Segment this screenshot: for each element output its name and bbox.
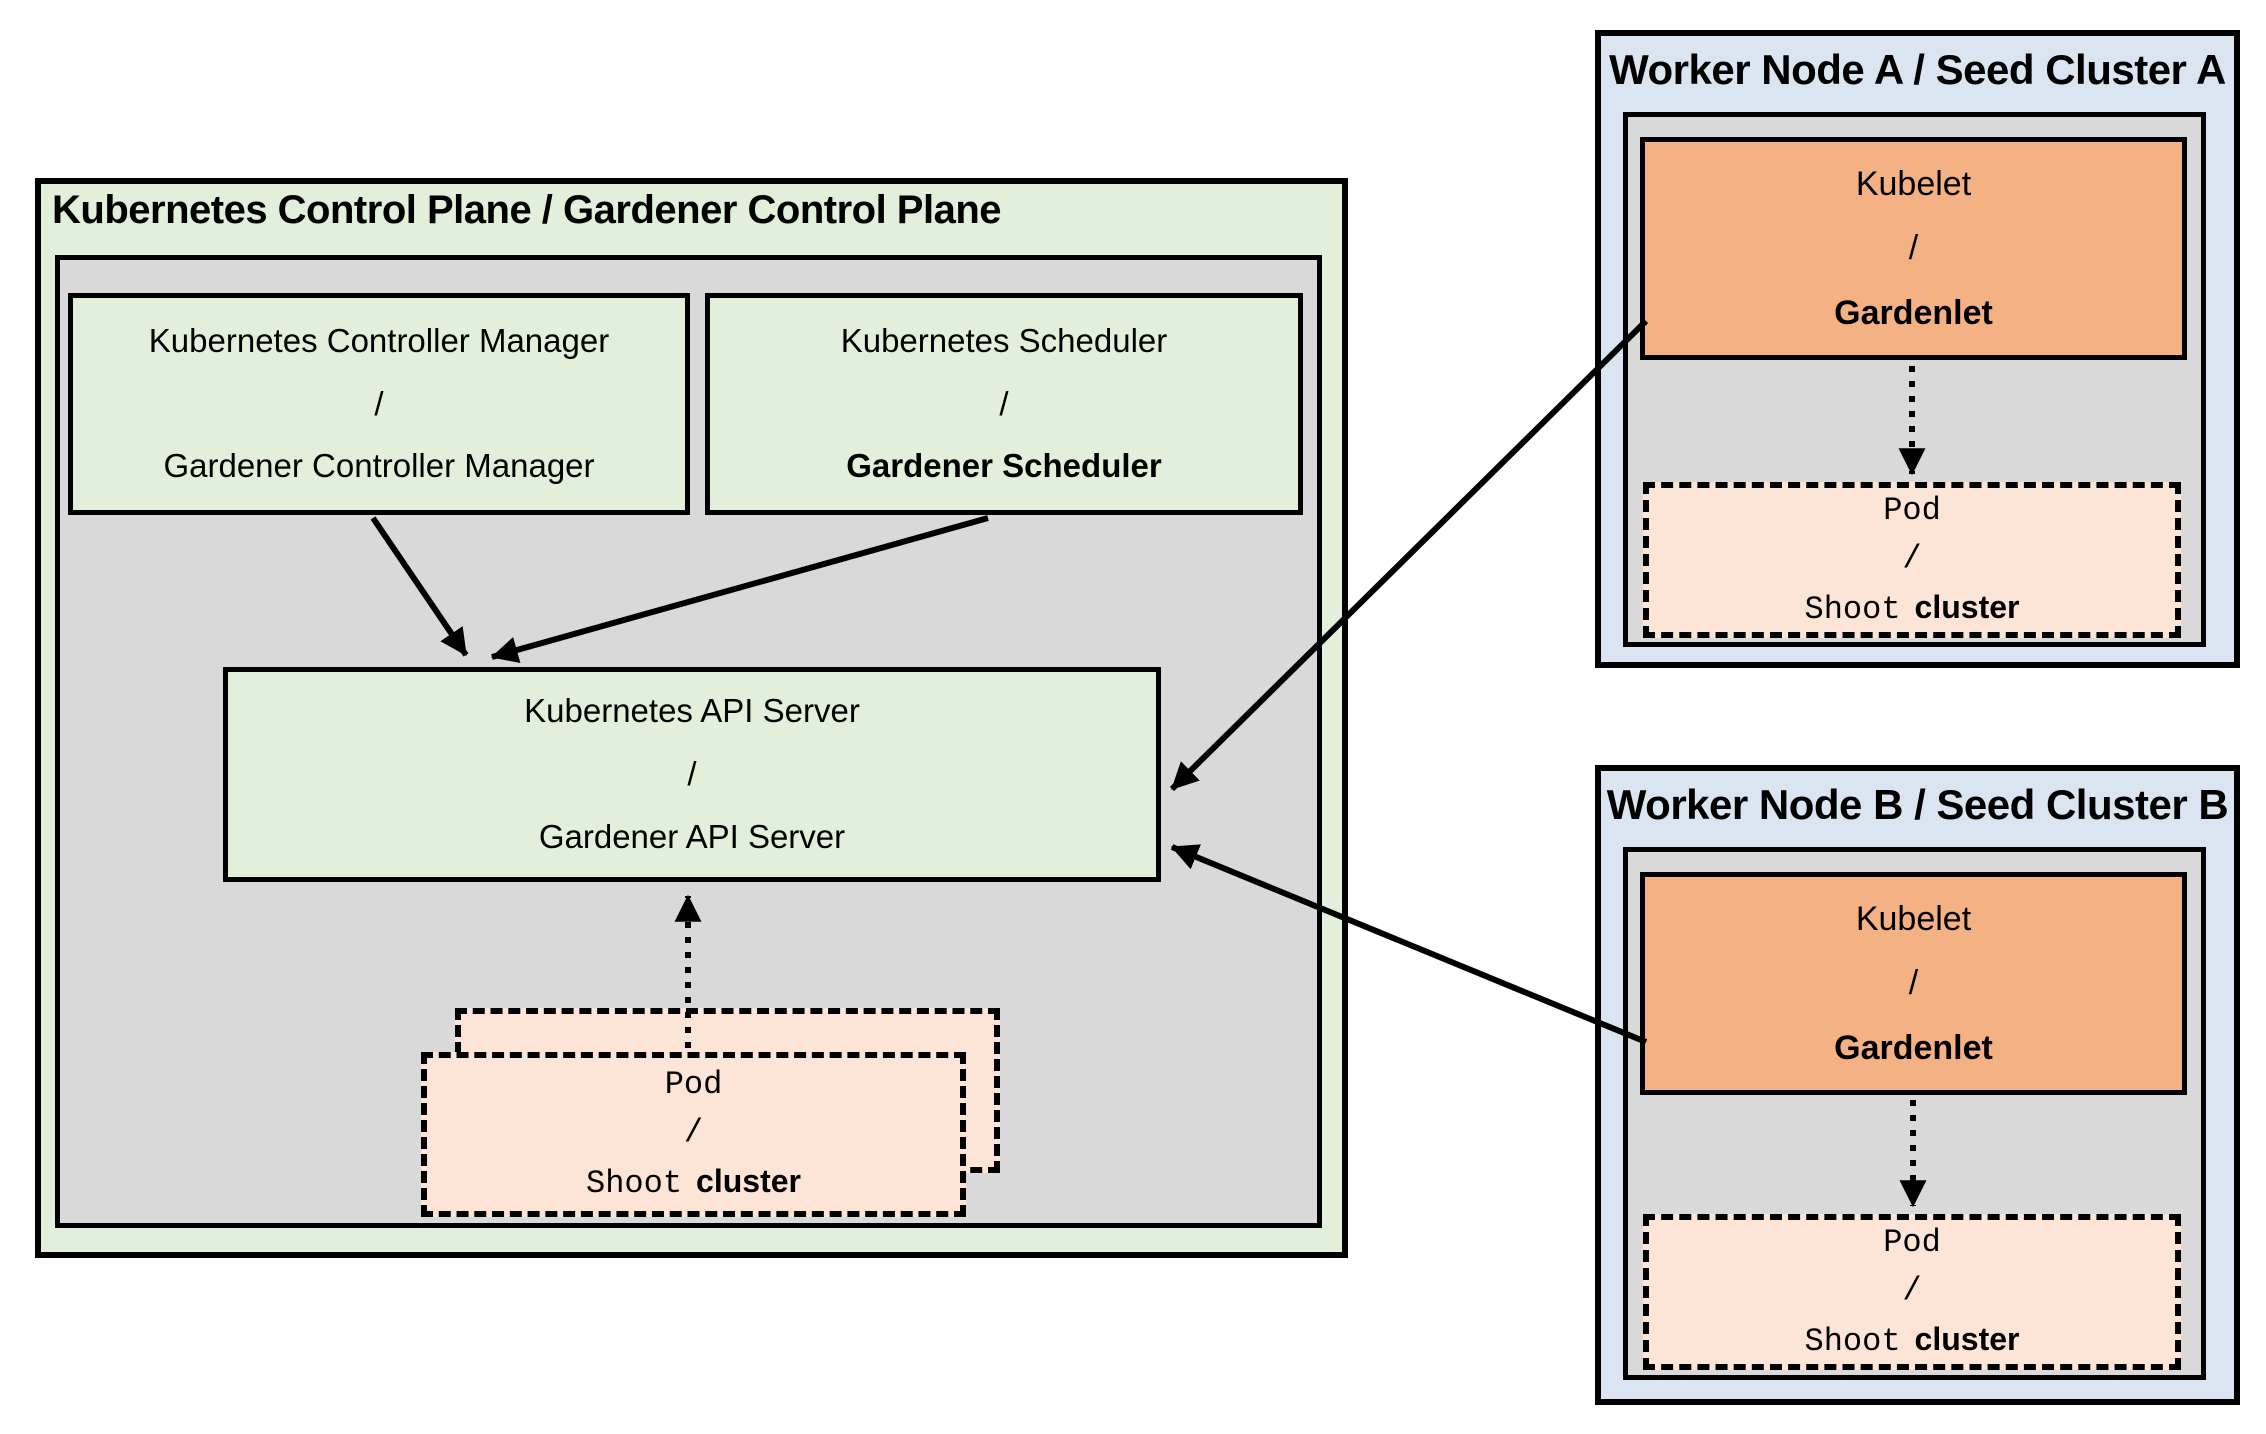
worker-a-pod-line1: Pod (1883, 491, 1941, 529)
worker-b-pod-separator: / (1902, 1271, 1922, 1309)
control-plane-title: Kubernetes Control Plane / Gardener Cont… (52, 188, 1002, 232)
worker-a-kubelet-line2: Gardenlet (1834, 293, 1993, 332)
controller-manager-box: Kubernetes Controller Manager / Gardener… (68, 293, 690, 515)
worker-b-kubelet-box: Kubelet / Gardenlet (1640, 872, 2187, 1095)
scheduler-line1: Kubernetes Scheduler (840, 321, 1168, 359)
pod-line3-shoot: Shoot (586, 1165, 683, 1202)
controller-manager-separator: / (374, 384, 384, 422)
worker-b-pod-line3-cluster: cluster (1914, 1320, 2020, 1357)
scheduler-line2: Gardener Scheduler (846, 447, 1162, 485)
worker-b-pod-line1: Pod (1883, 1223, 1941, 1261)
pod-line1: Pod (664, 1066, 723, 1103)
api-server-box: Kubernetes API Server / Gardener API Ser… (223, 667, 1161, 882)
worker-b-pod-line3-shoot: Shoot (1804, 1322, 1901, 1360)
worker-a-pod-line3-shoot: Shoot (1804, 590, 1901, 628)
pod-line3: Shoot cluster (586, 1157, 801, 1208)
worker-b-pod-line3: Shoot cluster (1805, 1315, 2020, 1366)
api-server-separator: / (687, 755, 697, 793)
worker-a-pod-separator: / (1902, 539, 1922, 577)
worker-a-pod-line3-cluster: cluster (1914, 588, 2020, 625)
worker-b-pod-box: Pod / Shoot cluster (1643, 1214, 2181, 1370)
worker-a-kubelet-box: Kubelet / Gardenlet (1640, 137, 2187, 360)
pod-separator: / (683, 1114, 704, 1151)
control-plane-pod-box-front: Pod / Shoot cluster (421, 1052, 966, 1217)
scheduler-separator: / (999, 384, 1009, 422)
controller-manager-line1: Kubernetes Controller Manager (148, 321, 610, 359)
worker-b-kubelet-line2: Gardenlet (1834, 1028, 1993, 1067)
scheduler-box: Kubernetes Scheduler / Gardener Schedule… (705, 293, 1303, 515)
worker-node-a-title: Worker Node A / Seed Cluster A (1609, 46, 2226, 93)
worker-a-pod-line3: Shoot cluster (1805, 583, 2020, 634)
worker-a-kubelet-line1: Kubelet (1855, 164, 1972, 203)
controller-manager-line2: Gardener Controller Manager (163, 447, 595, 485)
api-server-line1: Kubernetes API Server (524, 692, 860, 730)
api-server-line2: Gardener API Server (538, 817, 846, 855)
pod-line3-cluster: cluster (696, 1163, 801, 1199)
worker-a-kubelet-separator: / (1908, 229, 1919, 268)
worker-a-pod-box: Pod / Shoot cluster (1643, 482, 2181, 638)
worker-b-kubelet-line1: Kubelet (1855, 899, 1972, 938)
worker-node-b-title: Worker Node B / Seed Cluster B (1606, 781, 2229, 828)
worker-b-kubelet-separator: / (1908, 964, 1919, 1003)
